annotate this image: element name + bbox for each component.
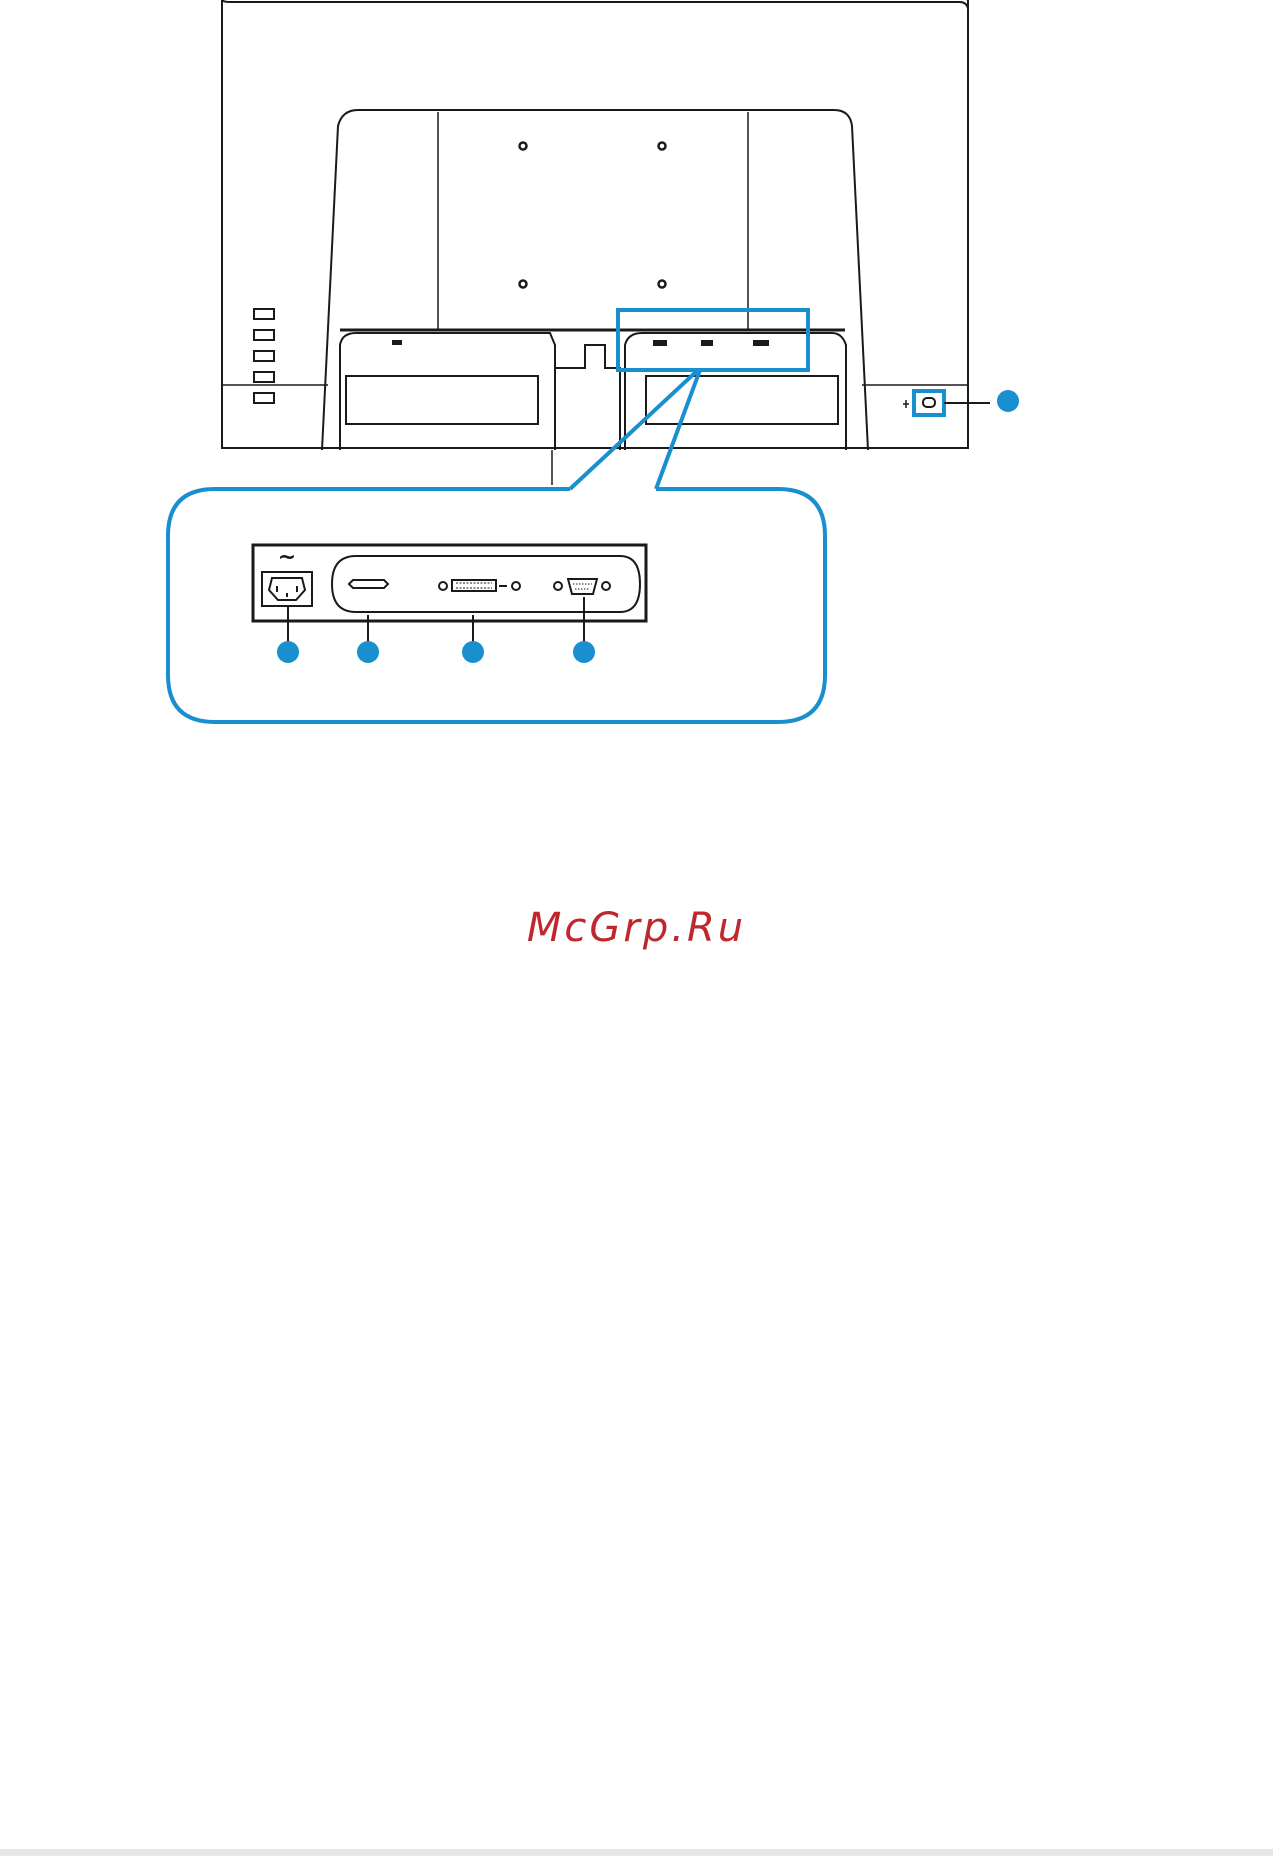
callout-marker-dvi: [462, 641, 484, 663]
footer-bar: [0, 1849, 1273, 1856]
rear-housing: [322, 110, 868, 450]
vesa-screw-hole: [659, 281, 666, 288]
callout-marker-vga: [573, 641, 595, 663]
callout-marker-kensington: [997, 390, 1019, 412]
callout-marker-hdmi: [357, 641, 379, 663]
watermark-text: McGrp.Ru: [0, 905, 1273, 951]
hdmi-connector: [349, 580, 388, 588]
side-button: [254, 330, 274, 340]
signal-input-group: [332, 556, 640, 612]
vesa-screw-hole: [520, 143, 527, 150]
ac-symbol-icon: ~: [278, 545, 296, 570]
side-button: [254, 393, 274, 403]
vga-connector: [568, 579, 597, 594]
vesa-screw-hole: [659, 143, 666, 150]
side-button: [254, 351, 274, 361]
side-button: [254, 372, 274, 382]
kensington-highlight: [914, 391, 944, 415]
side-button: [254, 309, 274, 319]
callout-marker-power: [277, 641, 299, 663]
vesa-screw-hole: [520, 281, 527, 288]
dvi-connector: [452, 580, 496, 591]
kensington-lock-icon: [923, 398, 935, 407]
